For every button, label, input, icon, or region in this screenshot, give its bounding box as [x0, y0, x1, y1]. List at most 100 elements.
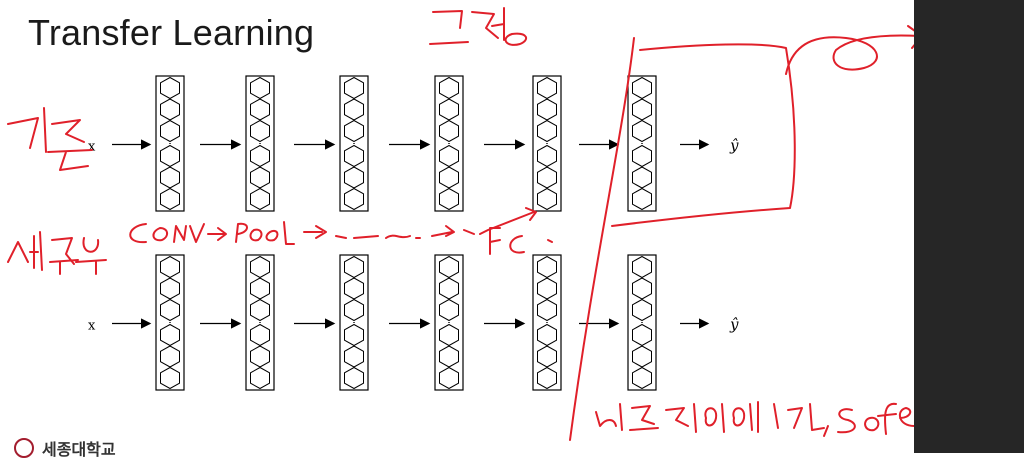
neuron [439, 76, 459, 100]
neuron [632, 187, 652, 211]
neuron [344, 98, 364, 121]
neuron [344, 76, 364, 100]
neuron [160, 277, 180, 300]
layer-box [245, 75, 275, 212]
neuron [344, 119, 364, 143]
neuron [160, 144, 180, 168]
neuron [537, 255, 557, 279]
neuron [160, 76, 180, 100]
neuron [537, 323, 557, 347]
neuron [250, 366, 270, 390]
neuron [439, 323, 459, 347]
fixed-annotation [429, 7, 528, 46]
neuron [344, 345, 364, 368]
neuron [160, 298, 180, 322]
neuron [439, 277, 459, 300]
neuron [632, 277, 652, 300]
neuron [250, 255, 270, 279]
neuron [632, 144, 652, 168]
network-layer [339, 75, 369, 212]
neuron [160, 166, 180, 189]
neuron [160, 323, 180, 347]
university-name: 세종대학교 [42, 440, 116, 459]
neuron [537, 366, 557, 390]
ink-annotations [7, 7, 1003, 441]
neuron [439, 298, 459, 322]
layer-box [627, 75, 657, 212]
neuron [537, 277, 557, 300]
neuron [439, 345, 459, 368]
university-logo: 세종대학교 [14, 438, 116, 459]
neuron [344, 298, 364, 322]
neuron [537, 144, 557, 168]
layer-box [434, 254, 464, 391]
new-annotation [7, 231, 107, 275]
network-layer [155, 254, 185, 391]
neuron [439, 187, 459, 211]
neuron [250, 187, 270, 211]
neuron [439, 144, 459, 168]
neuron [160, 98, 180, 121]
neuron [250, 277, 270, 300]
network-layer [339, 254, 369, 391]
neuron [632, 323, 652, 347]
neuron [632, 119, 652, 143]
neuron [439, 255, 459, 279]
layer-box [339, 254, 369, 391]
neuron [250, 323, 270, 347]
neuron [537, 98, 557, 121]
neuron [632, 255, 652, 279]
layer-box [532, 75, 562, 212]
layer-box [627, 254, 657, 391]
neuron [250, 119, 270, 143]
output-label: ŷ [729, 316, 739, 334]
neuron [250, 298, 270, 322]
bracket-stroke [611, 43, 796, 227]
network-layer [532, 254, 562, 391]
neuron [344, 366, 364, 390]
neuron [537, 298, 557, 322]
neuron [439, 119, 459, 143]
network-layer [532, 75, 562, 212]
neuron [160, 255, 180, 279]
pipeline-annotation [129, 207, 553, 255]
neuron [250, 98, 270, 121]
loop-arrow-stroke [785, 25, 923, 75]
neuron [160, 187, 180, 211]
divider-stroke [569, 37, 635, 441]
neuron [632, 166, 652, 189]
neuron [632, 366, 652, 390]
network-layer [627, 254, 657, 391]
neuron [632, 76, 652, 100]
neuron [344, 187, 364, 211]
neuron [537, 345, 557, 368]
neuron [537, 76, 557, 100]
network-layer [434, 75, 464, 212]
layer-box [434, 75, 464, 212]
layer-box [245, 254, 275, 391]
output-label: ŷ [729, 137, 739, 155]
network-layer [245, 254, 275, 391]
neuron [250, 166, 270, 189]
neuron [632, 345, 652, 368]
neuron [632, 298, 652, 322]
neuron [344, 144, 364, 168]
neuron [160, 345, 180, 368]
neuron [160, 366, 180, 390]
neuron [344, 277, 364, 300]
neuron [344, 166, 364, 189]
layer-box [339, 75, 369, 212]
base-annotation [7, 107, 93, 171]
neuron [160, 119, 180, 143]
network-layer [627, 75, 657, 212]
layer-box [155, 254, 185, 391]
neuron [250, 76, 270, 100]
network-layer [245, 75, 275, 212]
neuron [344, 255, 364, 279]
neuron [250, 345, 270, 368]
university-seal-icon [14, 438, 34, 458]
dark-side-panel [914, 0, 1024, 453]
